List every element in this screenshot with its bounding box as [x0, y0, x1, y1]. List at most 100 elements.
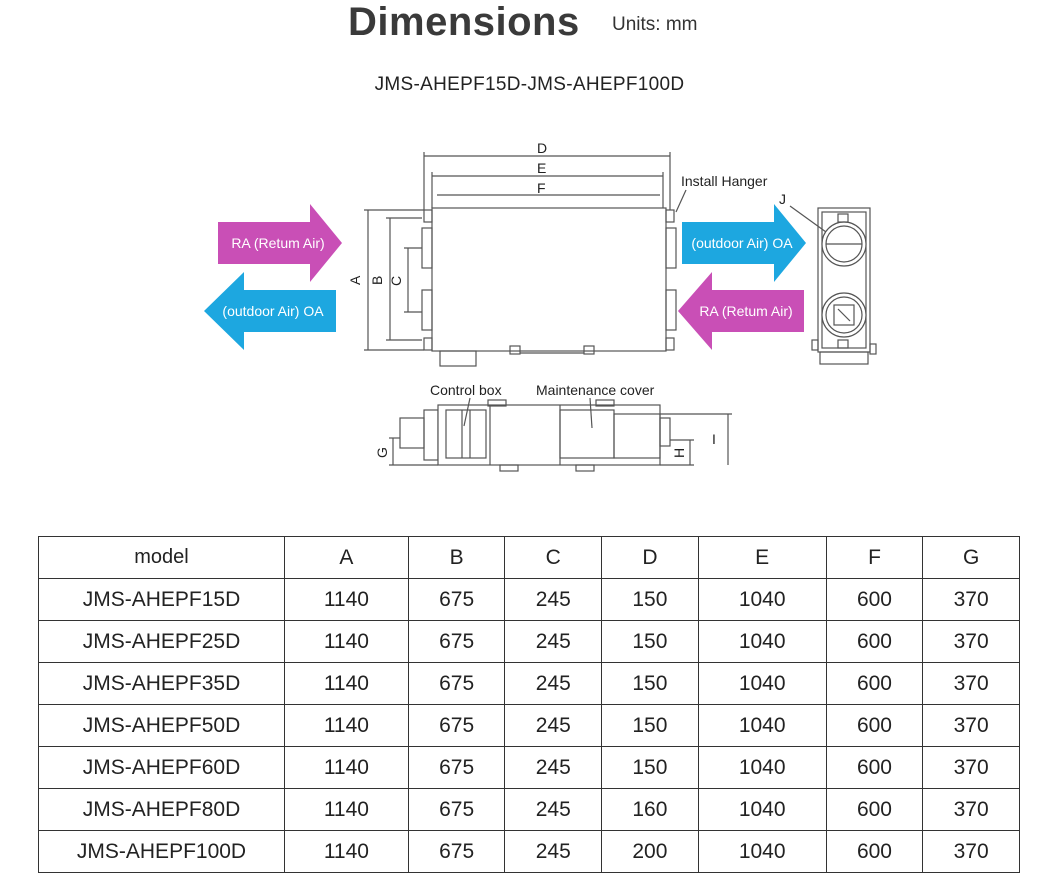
table-row: JMS-AHEPF15D 1140 675 245 150 1040 600 3… — [38, 578, 1020, 621]
dim-label-j: J — [779, 191, 786, 207]
header-g: G — [922, 536, 1020, 579]
table-row: JMS-AHEPF25D 1140 675 245 150 1040 600 3… — [38, 620, 1020, 663]
dim-label-i: I — [712, 431, 716, 447]
top-view — [364, 152, 687, 367]
header-b: B — [407, 536, 506, 579]
cell-g: 370 — [922, 578, 1020, 621]
cell-a: 1140 — [284, 620, 409, 663]
cell-c: 245 — [504, 788, 603, 831]
front-view — [389, 397, 732, 472]
dim-label-e: E — [537, 160, 546, 176]
model-series-title: JMS-AHEPF15D-JMS-AHEPF100D — [374, 74, 685, 95]
cell-b: 675 — [407, 620, 506, 663]
dimension-diagram: D E F A B C Install Hanger RA (Retum Air… — [204, 140, 877, 472]
cell-d: 150 — [601, 662, 699, 705]
header-model: model — [38, 536, 285, 579]
cell-d: 150 — [601, 620, 699, 663]
cell-a: 1140 — [284, 578, 409, 621]
table-header-row: model A B C D E F G — [38, 536, 1020, 579]
units-label: Units: mm — [612, 14, 698, 35]
header-e: E — [697, 536, 827, 579]
cell-c: 245 — [504, 620, 603, 663]
cell-e: 1040 — [697, 704, 827, 747]
cell-f: 600 — [825, 788, 924, 831]
cell-c: 245 — [504, 746, 603, 789]
dim-label-d: D — [537, 140, 547, 156]
cell-b: 675 — [407, 662, 506, 705]
page-title: Dimensions — [348, 0, 580, 44]
cell-a: 1140 — [284, 704, 409, 747]
cell-g: 370 — [922, 830, 1020, 873]
hanger-bl — [423, 337, 433, 351]
cell-f: 600 — [825, 746, 924, 789]
cell-e: 1040 — [697, 788, 827, 831]
dim-label-h: H — [671, 448, 687, 458]
ra-in-left-arrow: RA (Retum Air) — [218, 204, 342, 282]
dim-label-c: C — [388, 276, 404, 286]
cell-d: 150 — [601, 578, 699, 621]
cell-f: 600 — [825, 620, 924, 663]
cell-e: 1040 — [697, 830, 827, 873]
cell-e: 1040 — [697, 620, 827, 663]
cell-g: 370 — [922, 704, 1020, 747]
cell-e: 1040 — [697, 662, 827, 705]
cell-c: 245 — [504, 662, 603, 705]
dim-label-a: A — [347, 275, 363, 285]
cell-model: JMS-AHEPF100D — [38, 830, 285, 873]
table-row: JMS-AHEPF50D 1140 675 245 150 1040 600 3… — [38, 704, 1020, 747]
header-a: A — [284, 536, 409, 579]
hanger-br — [665, 337, 675, 351]
cell-a: 1140 — [284, 830, 409, 873]
cell-model: JMS-AHEPF50D — [38, 704, 285, 747]
table-row: JMS-AHEPF35D 1140 675 245 150 1040 600 3… — [38, 662, 1020, 705]
cell-d: 200 — [601, 830, 699, 873]
cell-g: 370 — [922, 662, 1020, 705]
control-box-label: Control box — [430, 382, 502, 398]
cell-d: 150 — [601, 746, 699, 789]
oa-in-right-arrow: (outdoor Air) OA — [682, 204, 806, 282]
dimensions-table: model A B C D E F G JMS-AHEPF15D 1140 67… — [38, 536, 1020, 873]
cell-model: JMS-AHEPF80D — [38, 788, 285, 831]
unit-body — [431, 207, 667, 352]
right-top-flange — [665, 227, 677, 269]
bottom-control-box — [439, 350, 477, 367]
cell-b: 675 — [407, 830, 506, 873]
ra-in-left-label: RA (Retum Air) — [231, 235, 324, 251]
side-view — [789, 205, 877, 365]
hanger-tl — [423, 209, 433, 223]
oa-in-right-label: (outdoor Air) OA — [691, 235, 793, 251]
dim-label-g: G — [374, 447, 390, 458]
left-bottom-flange — [421, 289, 433, 331]
ra-out-right-arrow: RA (Retum Air) — [678, 272, 804, 350]
cell-b: 675 — [407, 788, 506, 831]
cell-c: 245 — [504, 830, 603, 873]
cell-e: 1040 — [697, 578, 827, 621]
install-hanger-label: Install Hanger — [681, 173, 768, 189]
front-control-box — [423, 409, 439, 461]
table-row: JMS-AHEPF100D 1140 675 245 200 1040 600 … — [38, 830, 1020, 873]
maintenance-cover-label: Maintenance cover — [536, 382, 655, 398]
cell-a: 1140 — [284, 788, 409, 831]
cell-e: 1040 — [697, 746, 827, 789]
header-d: D — [601, 536, 699, 579]
cell-b: 675 — [407, 578, 506, 621]
cell-g: 370 — [922, 788, 1020, 831]
cell-a: 1140 — [284, 662, 409, 705]
oa-out-left-arrow: (outdoor Air) OA — [204, 272, 336, 350]
cell-g: 370 — [922, 620, 1020, 663]
ra-out-right-label: RA (Retum Air) — [699, 303, 792, 319]
cell-f: 600 — [825, 578, 924, 621]
cell-f: 600 — [825, 704, 924, 747]
right-bottom-flange — [665, 289, 677, 331]
cell-model: JMS-AHEPF35D — [38, 662, 285, 705]
header-c: C — [504, 536, 603, 579]
dim-label-f: F — [537, 180, 546, 196]
table-row: JMS-AHEPF60D 1140 675 245 150 1040 600 3… — [38, 746, 1020, 789]
oa-out-left-label: (outdoor Air) OA — [222, 303, 324, 319]
cell-a: 1140 — [284, 746, 409, 789]
cell-f: 600 — [825, 662, 924, 705]
dim-label-b: B — [369, 276, 385, 285]
hanger-tr — [665, 209, 675, 223]
cell-g: 370 — [922, 746, 1020, 789]
cell-model: JMS-AHEPF15D — [38, 578, 285, 621]
